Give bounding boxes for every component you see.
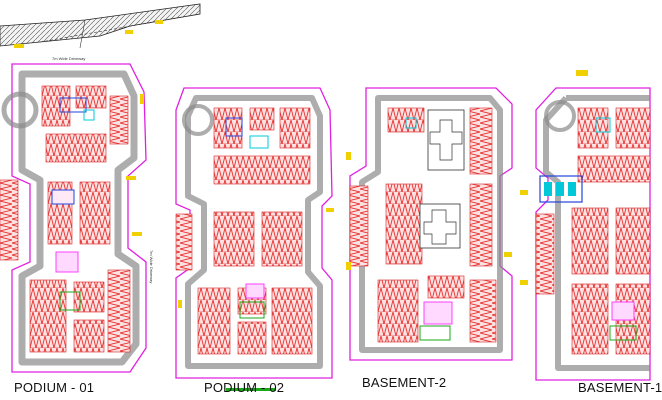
plan-basement-2 bbox=[346, 87, 513, 361]
title-basement-2: BASEMENT-2 bbox=[362, 375, 447, 390]
title-podium-01: PODIUM - 01 bbox=[14, 380, 95, 395]
title-podium-02: PODIUM - 02 bbox=[204, 380, 285, 395]
site-road-sketch bbox=[0, 3, 201, 49]
driveway-label-side: 7m Wide Driveway bbox=[149, 250, 154, 283]
driveway-label-top: 7m Wide Driveway bbox=[52, 56, 85, 61]
title-basement-1: BASEMENT-1 bbox=[578, 380, 662, 395]
plan-basement-1 bbox=[520, 70, 651, 381]
plan-podium-01: 7m Wide Driveway 7m Wide Driveway bbox=[0, 56, 154, 373]
plan-podium-02 bbox=[175, 87, 334, 391]
